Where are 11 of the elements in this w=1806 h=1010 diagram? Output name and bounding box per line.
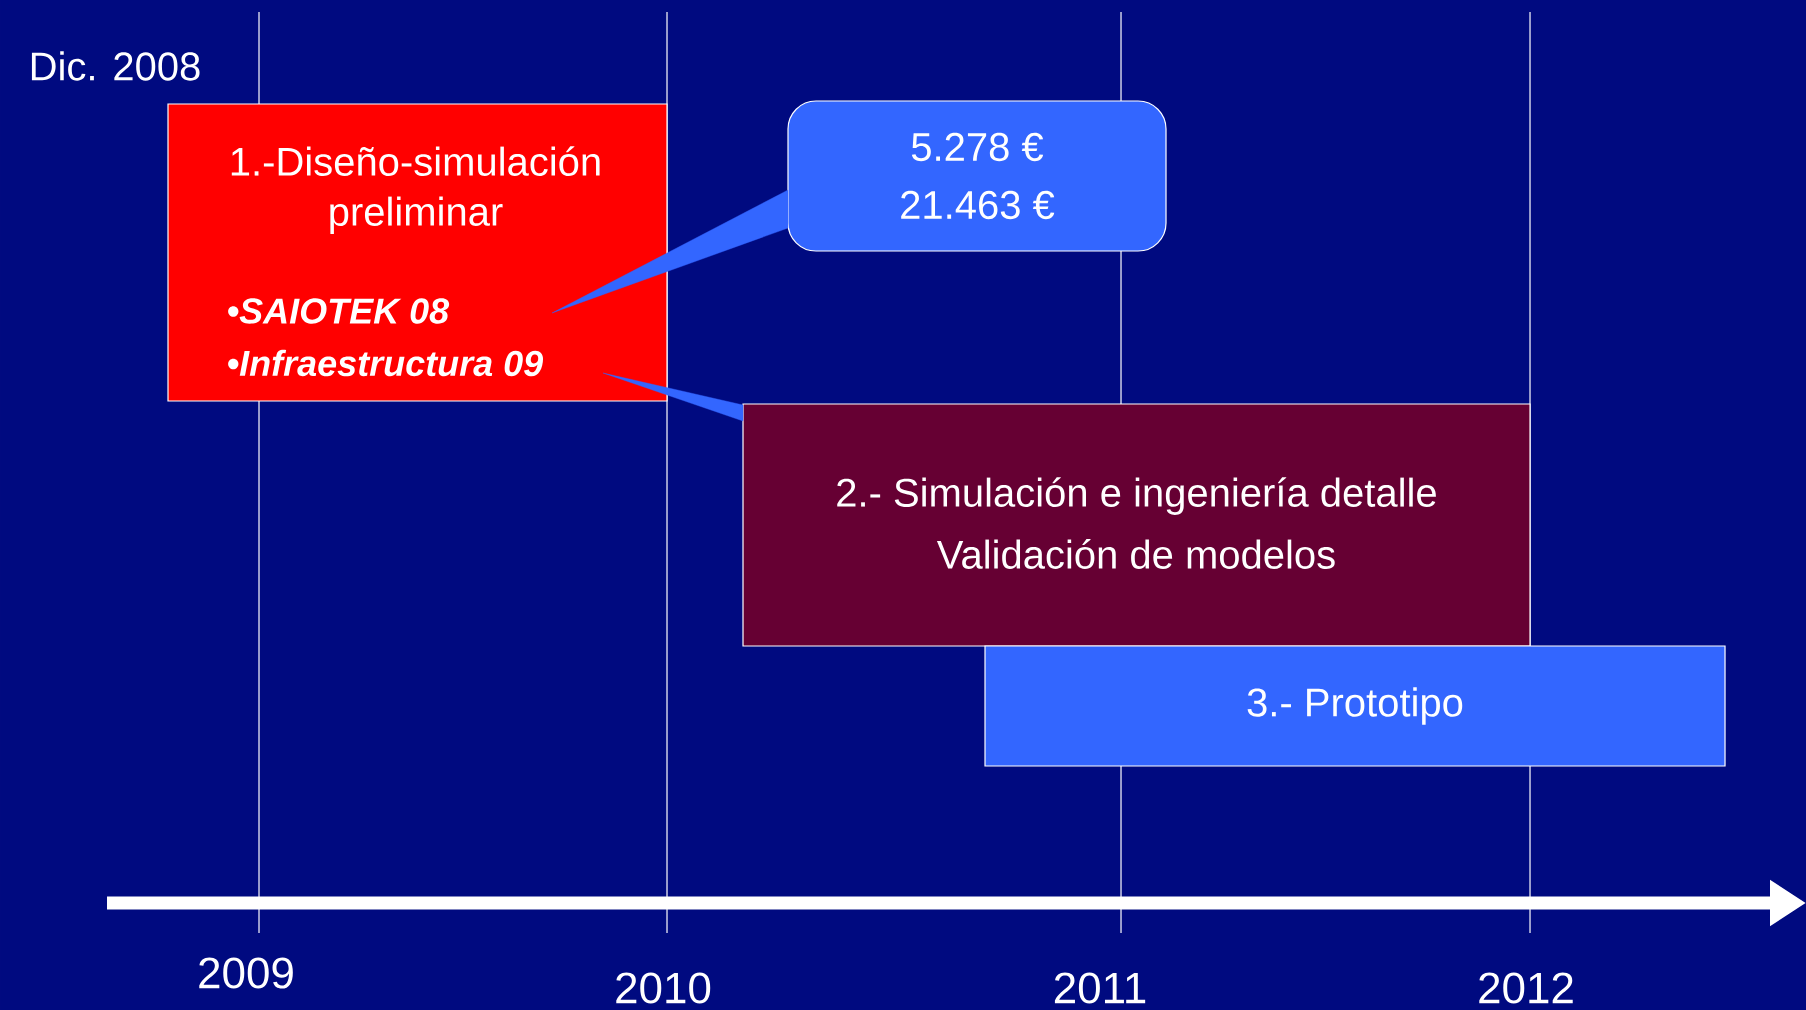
callout-pointer — [602, 372, 744, 422]
task-box: 2.- Simulación e ingeniería detalle Validación de modelos — [742, 403, 1531, 647]
year-label: 2011 — [1054, 972, 1146, 1004]
callout-pointer — [551, 189, 789, 314]
date-label: Dic. 2008 — [31, 51, 200, 81]
task-box: 3.- Prototipo — [984, 645, 1726, 767]
year-label: 2009 — [199, 957, 293, 989]
year-label: 2012 — [1479, 972, 1573, 1004]
task-box: 1.-Diseño-simulación preliminar •SAIOTEK 08 •Infraestructura 09 — [167, 103, 668, 402]
cost-callout: 5.278 € 21.463 € — [787, 100, 1167, 252]
year-label: 2010 — [616, 972, 711, 1004]
